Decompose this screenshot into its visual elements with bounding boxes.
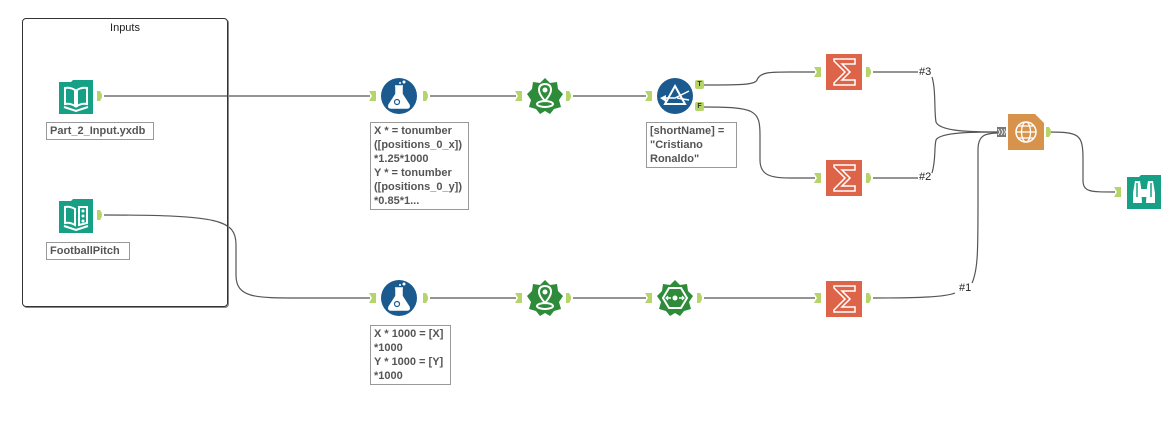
connection-label-2: #2 — [919, 171, 932, 183]
output-anchor[interactable] — [97, 91, 104, 101]
summarize-sigma-icon — [826, 160, 862, 196]
container-title: Inputs — [110, 22, 140, 34]
output-anchor[interactable] — [423, 91, 430, 101]
formula-tool-1[interactable] — [380, 77, 418, 115]
input-data-tool-1[interactable] — [57, 78, 95, 116]
browse-binoculars-icon — [1127, 175, 1161, 209]
input-anchor[interactable] — [814, 173, 821, 183]
input-book-icon — [59, 80, 93, 114]
output-anchor[interactable] — [566, 293, 573, 303]
summarize-sigma-icon — [826, 54, 862, 90]
connection-summarize-b-render[interactable] — [872, 132, 1001, 299]
input-data-tool-2[interactable] — [57, 197, 95, 235]
output-anchor[interactable] — [1046, 127, 1053, 137]
output-anchor[interactable] — [866, 67, 873, 77]
connection-input2-formula2[interactable] — [103, 214, 370, 299]
connection-label-3: #3 — [919, 66, 932, 78]
report-map-tool[interactable] — [1007, 113, 1045, 151]
create-points-tool-2[interactable] — [526, 279, 564, 317]
input-anchor[interactable] — [369, 293, 376, 303]
summarize-tool-2[interactable] — [825, 159, 863, 197]
formula-flask-icon — [381, 78, 417, 114]
annotation-filter: [shortName] = "Cristiano Ronaldo" — [646, 122, 737, 168]
output-anchor[interactable] — [697, 293, 704, 303]
connection-render-browse[interactable] — [1049, 131, 1116, 193]
input-anchor[interactable] — [814, 293, 821, 303]
filter-prism-icon — [657, 78, 693, 114]
input-anchor[interactable] — [814, 67, 821, 77]
filter-tool[interactable] — [656, 77, 694, 115]
input-anchor[interactable] — [515, 293, 522, 303]
summarize-sigma-icon — [826, 281, 862, 317]
input-book-dots-icon — [59, 199, 93, 233]
connection-summarize-f-render[interactable] — [873, 131, 1001, 179]
annotation-input2: FootballPitch — [46, 242, 130, 260]
multi-input-anchor[interactable] — [997, 127, 1006, 137]
annotation-formula1: X * = tonumber ([positions_0_x]) *1.25*1… — [370, 122, 469, 210]
create-points-icon — [527, 78, 563, 114]
poly-build-icon — [657, 280, 693, 316]
report-map-globe-icon — [1008, 114, 1044, 150]
input-anchor[interactable] — [645, 293, 652, 303]
output-anchor[interactable] — [566, 91, 573, 101]
create-points-icon — [527, 280, 563, 316]
connection-summarize-t-render[interactable] — [873, 71, 1001, 133]
output-anchor[interactable] — [97, 210, 104, 220]
annotation-formula2: X * 1000 = [X] *1000 Y * 1000 = [Y] *100… — [370, 325, 451, 385]
create-points-tool-1[interactable] — [526, 77, 564, 115]
output-anchor[interactable] — [423, 293, 430, 303]
false-output-anchor[interactable]: F — [695, 102, 704, 111]
true-output-anchor[interactable]: T — [695, 80, 704, 89]
summarize-tool-3[interactable] — [825, 280, 863, 318]
formula-flask-icon — [381, 280, 417, 316]
output-anchor[interactable] — [866, 173, 873, 183]
formula-tool-2[interactable] — [380, 279, 418, 317]
annotation-input1: Part_2_Input.yxdb — [46, 122, 154, 140]
summarize-tool-1[interactable] — [825, 53, 863, 91]
input-anchor[interactable] — [645, 91, 652, 101]
connection-filter-true-summarize[interactable] — [703, 71, 815, 86]
poly-build-tool[interactable] — [656, 279, 694, 317]
connection-filter-false-summarize[interactable] — [703, 106, 815, 179]
input-anchor[interactable] — [515, 91, 522, 101]
browse-tool[interactable] — [1125, 173, 1163, 211]
input-anchor[interactable] — [369, 91, 376, 101]
input-anchor[interactable] — [1114, 187, 1121, 197]
connection-label-1: #1 — [959, 282, 972, 294]
inputs-container[interactable]: Inputs — [22, 18, 228, 307]
output-anchor[interactable] — [866, 293, 873, 303]
